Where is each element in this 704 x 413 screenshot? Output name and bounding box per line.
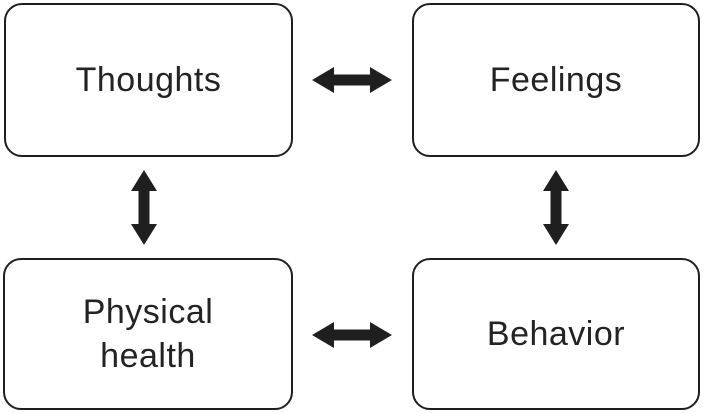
double-arrow-icon [312, 322, 392, 348]
node-feelings: Feelings [412, 3, 700, 157]
node-behavior: Behavior [412, 258, 700, 410]
double-arrow-icon [543, 170, 569, 245]
node-thoughts: Thoughts [4, 3, 293, 157]
node-behavior-label: Behavior [486, 314, 626, 353]
node-physical-health: Physical health [3, 258, 293, 410]
double-arrow-icon [312, 67, 392, 93]
node-thoughts-label: Thoughts [75, 60, 222, 99]
node-physical-health-label: Physical health [82, 292, 214, 375]
double-arrow-icon [131, 170, 157, 245]
node-feelings-label: Feelings [489, 60, 623, 99]
